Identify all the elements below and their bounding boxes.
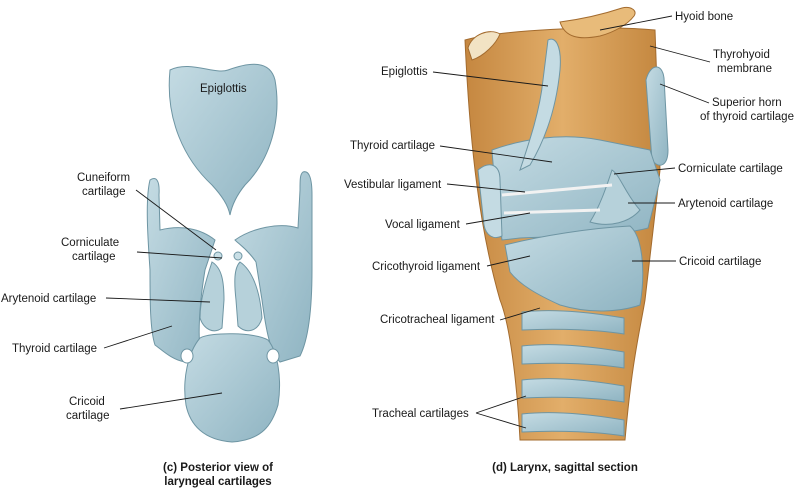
sagittal-section <box>465 7 668 440</box>
label-thyrohyoid-2: membrane <box>717 63 772 75</box>
thyroid-anterior-edge <box>478 165 502 238</box>
posterior-view <box>147 64 312 442</box>
label-cricoid-c-1: Cricoid <box>69 396 105 408</box>
label-thyroid-d: Thyroid cartilage <box>350 140 435 152</box>
label-thyrohyoid-1: Thyrohyoid <box>713 49 770 61</box>
label-cricoid-c-2: cartilage <box>66 410 109 422</box>
caption-c-line2: laryngeal cartilages <box>164 476 271 488</box>
label-arytenoid-c: Arytenoid cartilage <box>1 293 96 305</box>
thyroid-right-wing <box>235 172 312 362</box>
label-cuneiform-c-2: cartilage <box>82 186 125 198</box>
label-thyroid-c: Thyroid cartilage <box>12 343 97 355</box>
label-tracheal: Tracheal cartilages <box>372 408 469 420</box>
label-hyoid: Hyoid bone <box>675 11 733 23</box>
cricoid-shape <box>185 334 280 442</box>
label-epiglottis-d: Epiglottis <box>381 66 428 78</box>
corniculate-right <box>234 252 242 260</box>
cricoid-facet-left <box>181 349 193 363</box>
leader-superior-horn <box>660 84 709 103</box>
label-arytenoid-d: Arytenoid cartilage <box>678 198 773 210</box>
label-superior-horn-2: of thyroid cartilage <box>700 111 794 123</box>
label-cricoid-d: Cricoid cartilage <box>679 256 761 268</box>
label-superior-horn-1: Superior horn <box>712 97 782 109</box>
caption-c-line1: (c) Posterior view of <box>163 462 273 474</box>
cricoid-facet-right <box>267 349 279 363</box>
leader-thyrohyoid <box>650 46 710 62</box>
label-cricotracheal: Cricotracheal ligament <box>380 314 495 326</box>
label-vocal: Vocal ligament <box>385 219 461 231</box>
label-cricothyroid: Cricothyroid ligament <box>372 261 481 273</box>
caption-d: (d) Larynx, sagittal section <box>492 462 638 474</box>
label-epiglottis-c: Epiglottis <box>200 83 247 95</box>
label-corniculate-c-1: Corniculate <box>61 237 119 249</box>
corniculate-left <box>214 252 222 260</box>
label-cuneiform-c-1: Cuneiform <box>77 172 130 184</box>
label-corniculate-d: Corniculate cartilage <box>678 163 783 175</box>
label-corniculate-c-2: cartilage <box>72 251 115 263</box>
label-vestibular: Vestibular ligament <box>344 179 442 191</box>
